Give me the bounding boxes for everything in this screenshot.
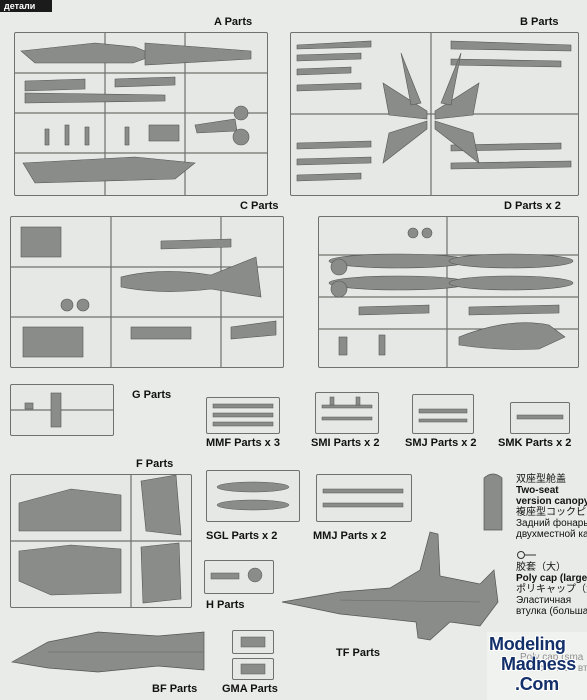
- bf-fuselage-part: [10, 631, 205, 673]
- label-b-parts: B Parts: [520, 16, 559, 28]
- label-smi-parts: SMI Parts x 2: [311, 437, 380, 449]
- sprue-d-drawing: [319, 217, 578, 367]
- canopy-note-ru2: двухместной каб: [516, 529, 587, 540]
- sprue-smk: [510, 402, 570, 434]
- sprue-c-drawing: [11, 217, 283, 367]
- label-h-parts: H Parts: [206, 599, 245, 611]
- canopy-note-cn: 双座型舱盖: [516, 474, 566, 485]
- sprue-g-drawing: [11, 392, 113, 428]
- watermark-line2: Madness: [501, 654, 576, 674]
- sprue-mmj: [316, 474, 412, 522]
- polycap-note-ru1: Эластичная: [516, 595, 572, 606]
- sprue-gma-1: [232, 630, 274, 654]
- sprue-gma-2: [232, 658, 274, 680]
- label-a-parts: A Parts: [214, 16, 253, 28]
- sprue-mmj-drawing: [322, 488, 404, 508]
- section-header: детали: [0, 0, 52, 12]
- sprue-f-drawing: [11, 475, 191, 607]
- sprue-d: [318, 216, 579, 368]
- label-f-parts: F Parts: [136, 458, 174, 470]
- sprue-gma-1-drawing: [240, 636, 266, 648]
- label-bf-parts: BF Parts: [152, 683, 198, 695]
- canopy-note-ru1: Задний фонарь: [516, 518, 587, 529]
- label-mmj-parts: MMJ Parts x 2: [313, 530, 387, 542]
- sprue-smi: [315, 392, 379, 434]
- small-polycap-note: Poly cap (sma Эластичная вт: [520, 652, 587, 674]
- sprue-c: [10, 216, 284, 368]
- sprue-smi-drawing: [321, 396, 373, 421]
- sprue-sgl: [206, 470, 300, 522]
- small-polycap-note-ru: Эластичная вт: [520, 663, 587, 674]
- watermark-line1: Modeling: [489, 634, 566, 654]
- sprue-g: [10, 384, 114, 436]
- label-mmf-parts: MMF Parts x 3: [206, 437, 280, 449]
- label-d-parts: D Parts x 2: [504, 200, 561, 212]
- polycap-note: 胶套（大） Poly cap (large) ポリキャップ（大） Эластич…: [516, 562, 587, 617]
- polycap-note-en: Poly cap (large): [516, 573, 587, 584]
- label-c-parts: C Parts: [240, 200, 279, 212]
- canopy-note: 双座型舱盖 Two-seat version canopy 複座型コックピット …: [516, 474, 587, 540]
- sprue-a-drawing: [15, 33, 267, 195]
- polycap-icon: [517, 551, 536, 559]
- sprue-h-drawing: [210, 567, 263, 583]
- tf-fuselage-part: [281, 531, 499, 641]
- sprue-f: [10, 474, 192, 608]
- sprue-b-drawing: [291, 33, 578, 195]
- watermark-line3: .Com: [515, 674, 559, 694]
- modeling-madness-watermark: Modeling Madness .Com: [487, 632, 587, 700]
- sprue-a: [14, 32, 268, 196]
- small-polycap-note-en: Poly cap (sma: [520, 652, 584, 663]
- canopy-note-jp: 複座型コックピット: [516, 507, 587, 518]
- sprue-smj-drawing: [418, 408, 468, 423]
- label-smj-parts: SMJ Parts x 2: [405, 437, 477, 449]
- sprue-smk-drawing: [516, 414, 564, 420]
- canopy-part: [483, 473, 503, 531]
- sprue-smj: [412, 394, 474, 434]
- label-tf-parts: TF Parts: [336, 647, 381, 659]
- canopy-note-en1: Two-seat: [516, 485, 559, 496]
- label-g-parts: G Parts: [132, 389, 172, 401]
- label-gma-parts: GMA Parts: [222, 683, 278, 695]
- polycap-note-ru2: втулка (большая: [516, 606, 587, 617]
- label-sgl-parts: SGL Parts x 2: [206, 530, 278, 542]
- sprue-mmf: [206, 397, 280, 434]
- polycap-note-jp: ポリキャップ（大）: [516, 584, 587, 595]
- sprue-h: [204, 560, 274, 594]
- sprue-mmf-drawing: [212, 403, 274, 427]
- sprue-b: [290, 32, 579, 196]
- label-smk-parts: SMK Parts x 2: [498, 437, 572, 449]
- sprue-sgl-drawing: [216, 481, 290, 511]
- polycap-note-cn: 胶套（大）: [516, 562, 566, 573]
- sprue-gma-2-drawing: [240, 663, 266, 675]
- canopy-note-en2: version canopy: [516, 496, 587, 507]
